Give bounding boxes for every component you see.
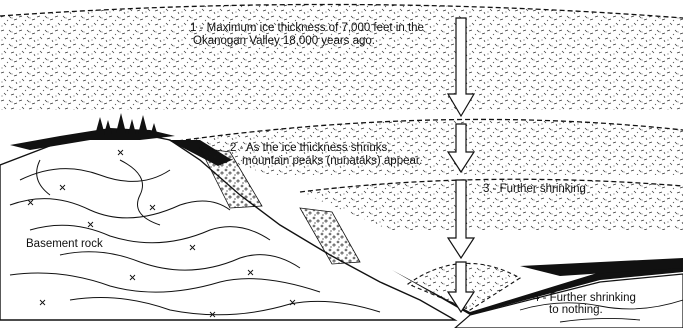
label-stage-1-line-1: 1 - Maximum ice thickness of 7,000 feet …: [190, 22, 424, 35]
label-stage-2: 2 - As the ice thickness shrinks, mounta…: [230, 142, 422, 168]
label-stage-1: 1 - Maximum ice thickness of 7,000 feet …: [190, 22, 424, 48]
label-stage-2-line-2: mountain peaks (nunataks) appear.: [230, 155, 422, 168]
label-stage-4-line-2: to nothing.: [533, 304, 636, 316]
label-basement-rock: Basement rock: [26, 238, 103, 251]
label-stage-4: 4 - Further shrinking to nothing.: [533, 292, 636, 316]
label-stage-4-line-1: 4 - Further shrinking: [533, 292, 636, 304]
label-stage-1-line-2: Okanogan Valley 18,000 years ago.: [190, 35, 424, 48]
label-stage-2-line-1: 2 - As the ice thickness shrinks,: [230, 142, 422, 155]
ice-stage-1: [0, 4, 683, 110]
label-stage-3: 3 - Further shrinking: [483, 183, 586, 196]
